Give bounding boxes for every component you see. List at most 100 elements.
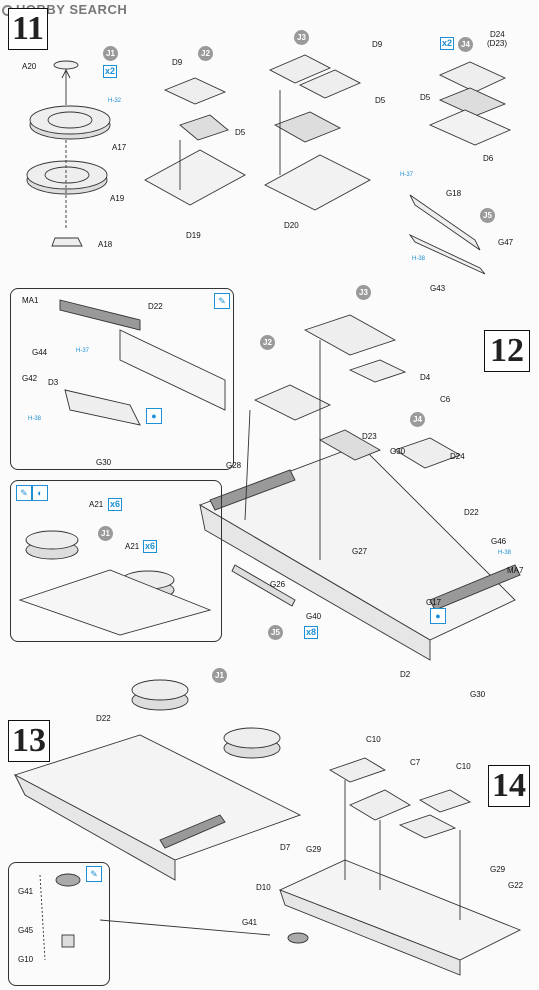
label-ma7: MA7 (507, 566, 524, 575)
label-d10: D10 (256, 883, 271, 892)
group-j3-step12: J3 (356, 285, 371, 300)
g47-rail (409, 194, 481, 251)
c7-plate-a (349, 789, 411, 821)
label-g30-c: G30 (470, 690, 486, 699)
label-a20: A20 (22, 62, 37, 71)
j2-arrow (244, 409, 251, 521)
qty-a21-b: x6 (143, 540, 158, 553)
d5-box-b (273, 111, 342, 143)
qty-j4: x2 (440, 37, 455, 50)
label-d5-a: D5 (235, 128, 246, 137)
hcode-a17: H-32 (108, 98, 122, 104)
label-ma1: MA1 (22, 296, 39, 305)
group-j1-step11: J1 (103, 46, 118, 61)
hcode-g42: H-38 (28, 416, 42, 422)
d5-box-c (438, 87, 507, 117)
label-d24-b: D24 (450, 452, 465, 461)
label-d23: D23 (362, 432, 377, 441)
label-g10: G10 (18, 955, 34, 964)
paint-options-icon: ◐ (32, 485, 48, 501)
d19-plate (144, 149, 246, 206)
group-j1-step13: J1 (212, 668, 227, 683)
label-g26: G26 (270, 580, 286, 589)
d6-plate (428, 109, 512, 146)
label-a21-b: A21 (125, 542, 140, 551)
glue-drop-icon: ● (146, 408, 162, 424)
d10-side (279, 889, 461, 976)
label-c7: C7 (410, 758, 421, 767)
hcode-g43: H-38 (412, 256, 426, 262)
c7-plate-b (398, 814, 457, 839)
label-g27: G27 (352, 547, 368, 556)
label-d22-a: D22 (148, 302, 163, 311)
a17-hub (47, 111, 93, 129)
main-hull-side (199, 504, 431, 661)
a20-arrowhead (61, 68, 71, 79)
label-g22: G22 (508, 881, 524, 890)
d24-box (438, 61, 507, 93)
label-c10-b: C10 (456, 762, 471, 771)
inset-deck (18, 569, 212, 636)
step-14-number: 14 (488, 765, 530, 807)
d22-hull (119, 329, 226, 411)
group-j4-step12: J4 (410, 412, 425, 427)
step13-hull-side (13, 773, 176, 881)
step-12-number: 12 (484, 330, 530, 372)
paint-brush-icon: ✎ (16, 485, 32, 501)
label-d9-a: D9 (172, 58, 183, 67)
hcode-g46: H-38 (498, 550, 512, 556)
hcode-g18: H-37 (400, 172, 414, 178)
label-g29-b: G29 (490, 865, 506, 874)
glue-drop-icon: ● (430, 608, 446, 624)
step12-inset-fender (10, 288, 234, 470)
paint-brush-icon: ✎ (214, 293, 230, 309)
a20-cap (53, 60, 79, 70)
c10-plate-a (328, 757, 387, 783)
a18-mount (51, 237, 83, 247)
label-d19: D19 (186, 231, 201, 240)
g41b-part (287, 932, 309, 944)
label-g18: G18 (446, 189, 462, 198)
d5-box-a (179, 114, 229, 141)
step13-wheel-a-top (131, 679, 189, 701)
d4-box (348, 359, 407, 383)
label-d3: D3 (48, 378, 59, 387)
group-j4-step11: J4 (458, 37, 473, 52)
d9-box-b2 (298, 69, 362, 99)
label-d20: D20 (284, 221, 299, 230)
label-d22-c: D22 (96, 714, 111, 723)
label-g40: G40 (306, 612, 322, 621)
label-g30-b: G30 (390, 447, 406, 456)
d3-fender (64, 389, 141, 426)
g10-part (61, 934, 75, 948)
c10-plate-b (418, 789, 472, 813)
a17-face (29, 105, 111, 135)
label-g28: G28 (226, 461, 242, 470)
label-d7: D7 (280, 843, 291, 852)
label-d6: D6 (483, 154, 494, 163)
label-g43: G43 (430, 284, 446, 293)
front-mesh (209, 469, 296, 511)
group-j1-inset: J1 (98, 526, 113, 541)
label-a18: A18 (98, 240, 113, 249)
group-j3-step11: J3 (294, 30, 309, 45)
label-g46: G46 (491, 537, 507, 546)
label-c6: C6 (440, 395, 451, 404)
qty-g40: x8 (304, 626, 319, 639)
label-a19: A19 (110, 194, 125, 203)
qty-a21-a: x6 (108, 498, 123, 511)
g41-part (55, 873, 81, 887)
label-g47: G47 (498, 238, 514, 247)
g30-box (318, 429, 382, 461)
label-g44: G44 (32, 348, 48, 357)
label-g17: G17 (426, 598, 442, 607)
detail-line (99, 919, 271, 936)
d9-box-a (163, 77, 227, 105)
label-d24: D24 (490, 30, 505, 39)
label-g29-a: G29 (306, 845, 322, 854)
label-d22-b: D22 (464, 508, 479, 517)
step13-wheel-b-top (223, 727, 281, 749)
label-d23-paren: (D23) (487, 39, 508, 48)
d9-box-b1 (268, 54, 332, 84)
